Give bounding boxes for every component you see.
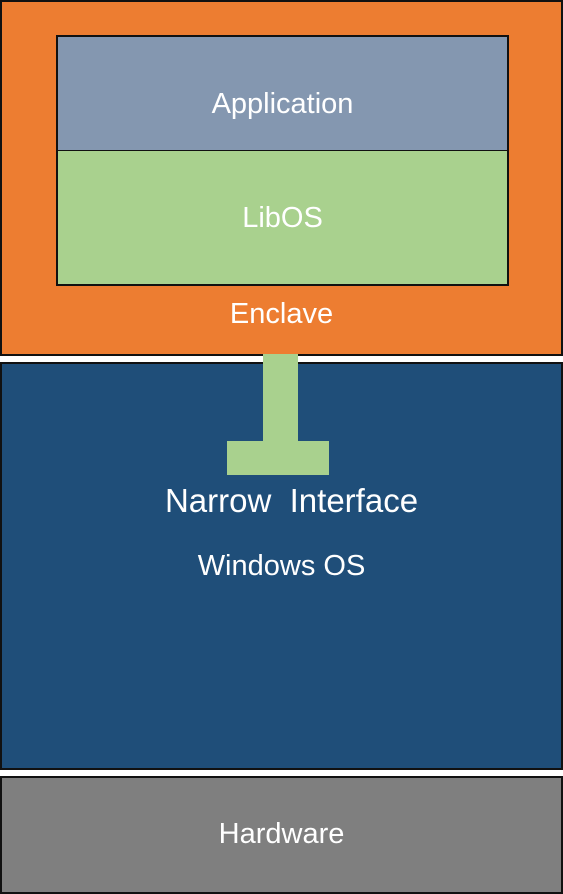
application-label: Application bbox=[211, 88, 354, 120]
narrow-interface-label: Narrow Interface bbox=[164, 482, 419, 519]
libos-layer bbox=[56, 150, 509, 286]
windows-os-label: Windows OS bbox=[197, 550, 366, 582]
hardware-layer bbox=[0, 776, 563, 894]
hardware-label: Hardware bbox=[218, 818, 345, 850]
libos-label: LibOS bbox=[242, 202, 323, 234]
narrow-interface-connector-stem bbox=[263, 354, 298, 442]
application-layer bbox=[56, 35, 509, 151]
enclave-label: Enclave bbox=[229, 298, 334, 330]
narrow-interface-connector-bar bbox=[227, 441, 329, 475]
